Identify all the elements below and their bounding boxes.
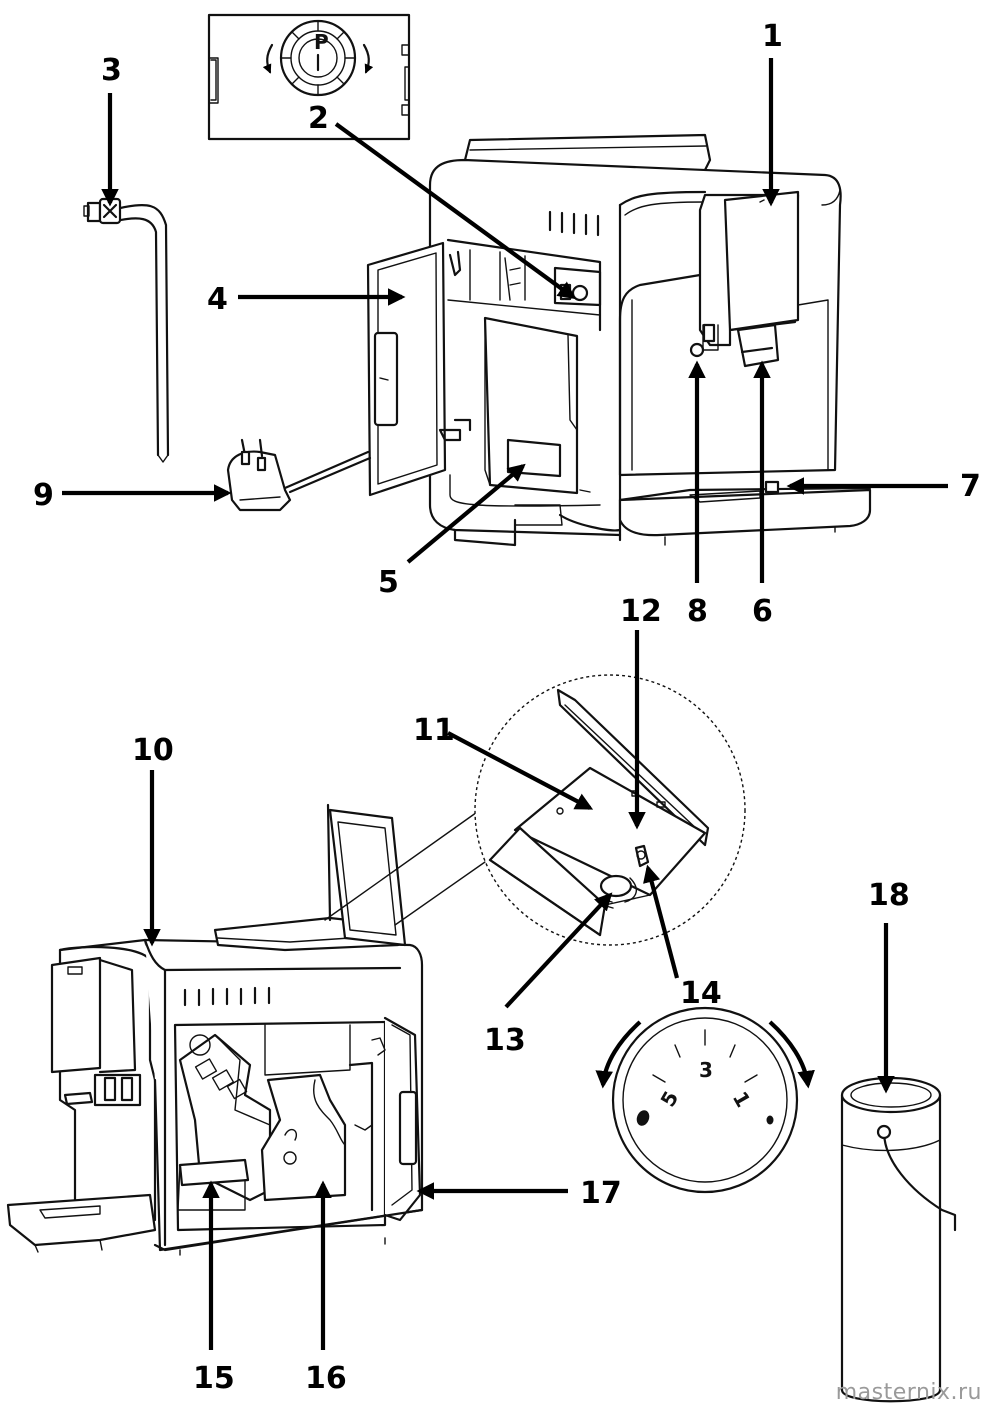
machine-top-view: [366, 133, 872, 547]
machine-side-view: [6, 803, 424, 1256]
callout-13: 13: [484, 1023, 526, 1058]
side-vents: [183, 986, 271, 1007]
callout-6: 6: [752, 594, 773, 629]
callout-5: 5: [378, 565, 399, 600]
hopper-zoom-detail: [474, 674, 746, 946]
callout-4: 4: [207, 282, 228, 317]
callout-numbers: 1 2 3 4 5 6 7 8 9 10 11 12 13 14 15 16 1…: [33, 19, 981, 1396]
callout-3: 3: [101, 53, 122, 88]
watermark: masternix.ru: [835, 1380, 982, 1405]
callout-10: 10: [132, 733, 174, 768]
top-vents: [548, 210, 600, 237]
power-cord-plug: [226, 438, 372, 512]
callout-16: 16: [305, 1361, 347, 1396]
callout-7: 7: [960, 469, 981, 504]
callout-11: 11: [413, 713, 455, 748]
callout-2: 2: [308, 101, 329, 136]
callout-8: 8: [687, 594, 708, 629]
callout-arrows: [62, 58, 948, 1350]
inset-grinder-knob-panel: P: [207, 13, 411, 141]
callout-14: 14: [680, 976, 722, 1011]
callout-15: 15: [193, 1361, 235, 1396]
milk-tube-connector: [83, 197, 170, 463]
knob-label-p: P: [314, 30, 329, 54]
dial-number-3: 3: [699, 1058, 713, 1082]
callout-12: 12: [620, 594, 662, 629]
callout-17: 17: [580, 1176, 622, 1211]
callout-1: 1: [762, 19, 783, 54]
grind-setting-dial: 3 5 1: [595, 1006, 815, 1194]
milk-container: [840, 1076, 957, 1403]
callout-9: 9: [33, 478, 54, 513]
callout-18: 18: [868, 878, 910, 913]
